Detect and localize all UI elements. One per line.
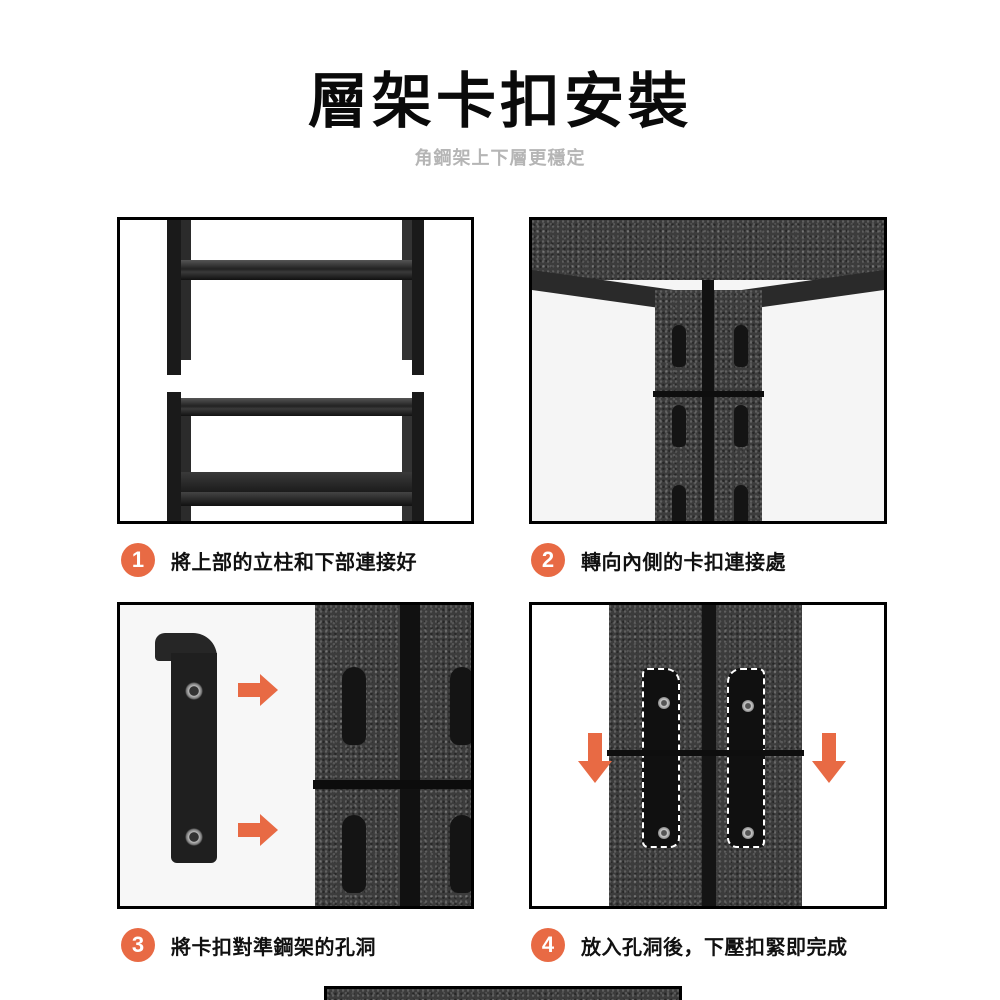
arrow-down-icon [588, 733, 602, 761]
step-2-image [529, 217, 887, 524]
arrow-right-icon [238, 823, 260, 837]
arrow-right-icon [238, 683, 260, 697]
step-2-caption: 2 轉向內側的卡扣連接處 [531, 542, 786, 578]
step-number-badge: 3 [121, 928, 155, 962]
step-number-badge: 2 [531, 543, 565, 577]
step-4-caption: 4 放入孔洞後，下壓扣緊即完成 [531, 927, 848, 963]
step-number-badge: 1 [121, 543, 155, 577]
page-title: 層架卡扣安裝 [308, 67, 692, 137]
step-3-caption: 3 將卡扣對準鋼架的孔洞 [121, 927, 376, 963]
step-text: 放入孔洞後，下壓扣緊即完成 [581, 934, 848, 959]
step-text: 轉向內側的卡扣連接處 [581, 549, 786, 574]
next-step-image [324, 986, 682, 1000]
step-1-image [117, 217, 474, 524]
step-text: 將上部的立柱和下部連接好 [171, 549, 417, 574]
step-text: 將卡扣對準鋼架的孔洞 [171, 934, 376, 959]
page-subtitle: 角鋼架上下層更穩定 [414, 148, 586, 169]
step-1-caption: 1 將上部的立柱和下部連接好 [121, 542, 417, 578]
step-3-image [117, 602, 474, 909]
step-number-badge: 4 [531, 928, 565, 962]
step-4-image [529, 602, 887, 909]
arrow-down-icon [822, 733, 836, 761]
